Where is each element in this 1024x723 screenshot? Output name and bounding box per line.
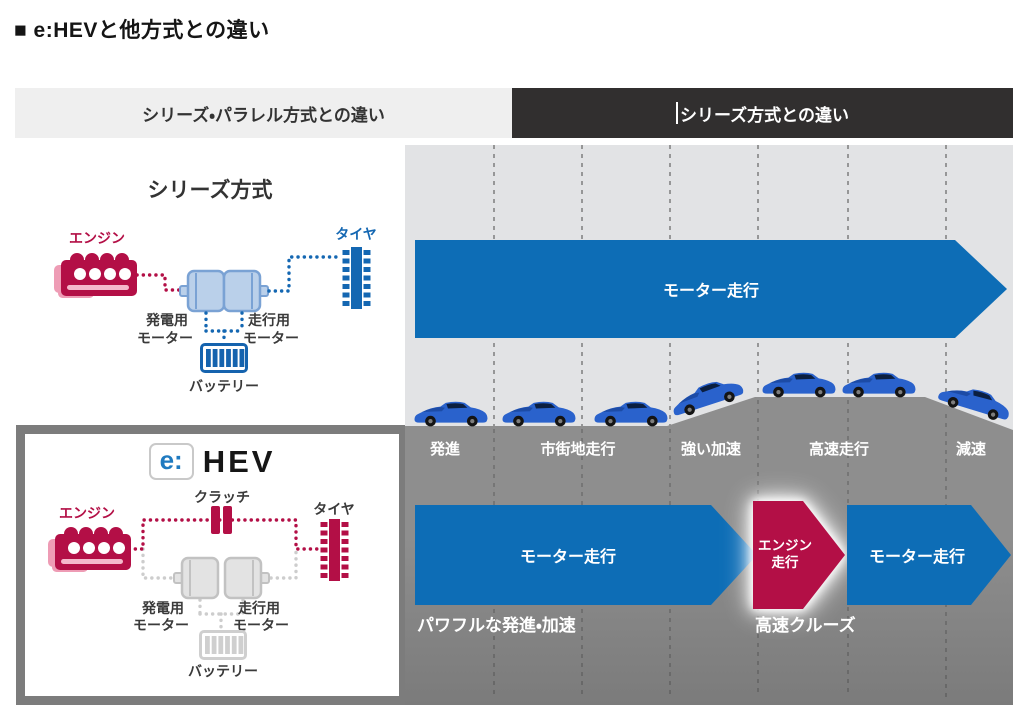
drive-motor-label-line2: モーター [233, 617, 289, 633]
engine-label: エンジン [59, 505, 115, 521]
timeline-panel: モーター走行 発進 市街地走行 強い加速 高速走行 減速 モーター走行 エンジン… [405, 145, 1013, 705]
battery-label: バッテリー [189, 378, 259, 394]
ehev-system-diagram: クラッチ エンジン タイヤ 発電用 モーター 走行用 モーター バッテリー [48, 489, 355, 679]
caption-highspeed-cruise: 高速クルーズ [755, 616, 856, 635]
car-icon [502, 401, 576, 427]
car-icon [762, 372, 836, 398]
engine-icon [48, 527, 131, 572]
ehev-logo: e: HEV [16, 443, 408, 480]
engine-label: エンジン [69, 230, 125, 246]
engine-icon [54, 253, 137, 298]
car-icon [414, 401, 488, 427]
phase-label-acceleration: 強い加速 [680, 441, 742, 458]
clutch-label: クラッチ [194, 489, 250, 505]
motor-drive-arrow-top-label: モーター走行 [662, 283, 759, 300]
tab-series-parallel-label: シリーズ・パラレル方式との違い [142, 105, 385, 125]
generator-motor-label-line2: モーター [137, 330, 193, 346]
ehev-logo-hev: HEV [202, 443, 276, 479]
drive-motor-label-line1: 走行用 [248, 312, 290, 328]
car-icon [842, 372, 916, 398]
page-title: ■ e:HEVと他方式との違い [14, 19, 270, 42]
drive-motor-label-line1: 走行用 [238, 600, 280, 616]
battery-icon [200, 631, 246, 659]
generator-motor-label-line2: モーター [133, 617, 189, 633]
generator-motor-icon [180, 271, 224, 311]
phase-label-start: 発進 [429, 441, 461, 458]
battery-icon [201, 344, 247, 372]
clutch-icon [211, 506, 232, 534]
motor-to-tire-dotted-line [267, 255, 343, 293]
series-system-diagram: シリーズ方式 エンジン タイヤ 発電用 モーター 走行用 モーター バッテリー [54, 178, 377, 394]
drive-motor-icon [224, 271, 268, 311]
drive-motor-icon [225, 558, 269, 598]
motor-drive-arrow-bottom-left-label: モーター走行 [519, 549, 616, 566]
tab-bar: シリーズ・パラレル方式との違い シリーズ方式との違い [15, 88, 1013, 138]
engine-to-motor-dotted-line [135, 273, 181, 292]
phase-label-highway: 高速走行 [808, 441, 870, 458]
inactive-dotted-line [269, 547, 298, 580]
motor-drive-arrow-bottom-right-label: モーター走行 [868, 549, 965, 566]
motor-drive-arrow-bottom-left: モーター走行 [415, 505, 757, 605]
engine-drive-arrow-label-line1: エンジン [758, 538, 812, 554]
motor-drive-arrow-bottom-right: モーター走行 [847, 505, 1011, 605]
tire-icon [324, 519, 345, 581]
phase-label-deceleration: 減速 [955, 441, 987, 458]
phase-label-city: 市街地走行 [540, 441, 616, 458]
tab-series[interactable]: シリーズ方式との違い [512, 88, 1013, 138]
tire-label: タイヤ [313, 501, 355, 517]
car-icon [594, 401, 668, 427]
engine-drive-arrow-label-line2: 走行 [771, 555, 799, 570]
tab-series-label: シリーズ方式との違い [680, 105, 849, 125]
battery-label: バッテリー [188, 663, 258, 679]
caption-powerful-start: パワフルな発進・加速 [417, 616, 576, 635]
engine-drive-arrow-label: エンジン 走行 [758, 538, 812, 572]
motor-drive-arrow-top: モーター走行 [415, 240, 1007, 338]
tab-series-parallel[interactable]: シリーズ・パラレル方式との違い [15, 88, 512, 138]
generator-motor-label-line1: 発電用 [145, 312, 188, 328]
series-diagram-title: シリーズ方式 [148, 178, 273, 202]
drive-motor-label-line2: モーター [243, 330, 299, 346]
text-cursor [676, 102, 678, 124]
generator-motor-label-line1: 発電用 [141, 600, 184, 616]
ehev-logo-e-icon: e: [148, 443, 194, 480]
tire-icon [346, 247, 367, 309]
generator-motor-icon [174, 558, 218, 598]
tire-label: タイヤ [335, 226, 377, 242]
inactive-dotted-line [141, 547, 175, 580]
